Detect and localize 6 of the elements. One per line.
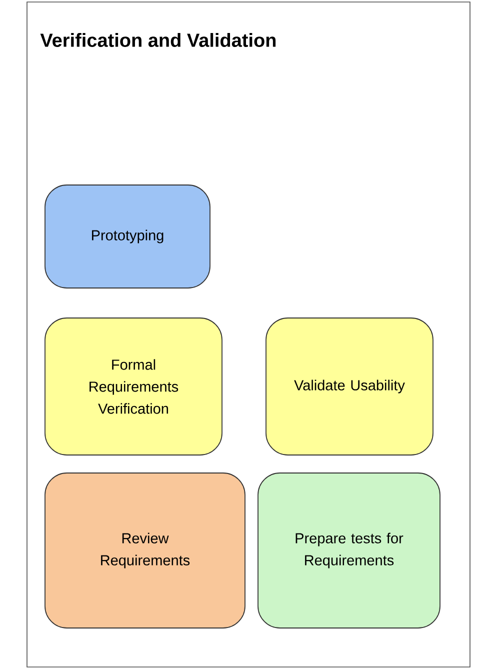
title: Verification and Validation bbox=[40, 33, 276, 47]
process-box: Validate Usability bbox=[266, 318, 434, 456]
process-box: Formal Requirements Verification bbox=[44, 318, 222, 456]
process-box: Prototyping bbox=[44, 184, 210, 288]
process-box: Prepare tests for Requirements bbox=[258, 472, 440, 628]
process-box: Review Requirements bbox=[44, 472, 246, 628]
